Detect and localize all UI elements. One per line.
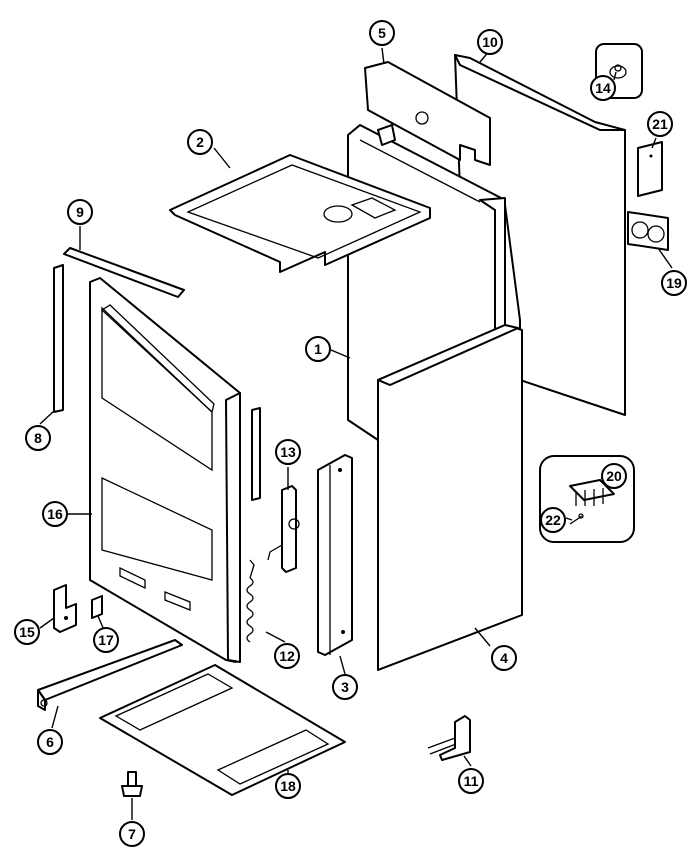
callout-19-label: 19	[666, 275, 682, 291]
callout-15-label: 15	[19, 624, 35, 640]
callout-21-label: 21	[652, 116, 668, 132]
callout-8: 8	[25, 425, 51, 451]
callout-18-label: 18	[280, 778, 296, 794]
callout-19: 19	[661, 270, 687, 296]
callout-15: 15	[14, 619, 40, 645]
callout-14: 14	[590, 75, 616, 101]
callout-9: 9	[67, 199, 93, 225]
part-9-top-strip	[63, 247, 185, 298]
callout-20-label: 20	[606, 468, 622, 484]
callout-14-label: 14	[595, 80, 611, 96]
callout-17: 17	[93, 627, 119, 653]
callout-3: 3	[332, 674, 358, 700]
callout-21: 21	[647, 111, 673, 137]
callout-20: 20	[601, 463, 627, 489]
part-8-side-strip	[53, 264, 64, 413]
part-12-spring	[246, 559, 255, 643]
callout-2-label: 2	[196, 134, 204, 150]
part-5-rear-trim	[364, 61, 491, 166]
callout-16-label: 16	[47, 506, 63, 522]
callout-13-label: 13	[280, 444, 296, 460]
part-16-front-frame	[89, 277, 241, 663]
callout-22: 22	[540, 507, 566, 533]
callout-10: 10	[477, 29, 503, 55]
part-7-leveling-leg	[121, 771, 143, 797]
part-11-anti-tip-bracket	[427, 715, 471, 761]
callout-5: 5	[369, 20, 395, 46]
callout-17-label: 17	[98, 632, 114, 648]
callout-22-label: 22	[545, 512, 561, 528]
part-17-clip	[91, 595, 103, 619]
callout-4-label: 4	[500, 650, 508, 666]
part-6-rail	[37, 639, 183, 711]
callout-1: 1	[305, 336, 331, 362]
callout-5-label: 5	[378, 25, 386, 41]
part-15-bracket	[53, 584, 77, 633]
callout-18: 18	[275, 773, 301, 799]
part-side-strip-small	[251, 407, 261, 501]
callout-16: 16	[42, 501, 68, 527]
part-2-top-panel	[169, 154, 431, 273]
part-19-grommet-plate	[627, 211, 669, 251]
part-21-cover-plate	[637, 141, 663, 197]
callout-3-label: 3	[341, 679, 349, 695]
leader-lines	[39, 47, 673, 820]
callout-8-label: 8	[34, 430, 42, 446]
callout-7-label: 7	[128, 826, 136, 842]
callout-9-label: 9	[76, 204, 84, 220]
callout-10-label: 10	[482, 34, 498, 50]
callout-1-label: 1	[314, 341, 322, 357]
callout-7: 7	[119, 821, 145, 847]
part-4-outer-side-panel	[377, 324, 523, 671]
callout-13: 13	[275, 439, 301, 465]
callout-6: 6	[37, 729, 63, 755]
callout-12-label: 12	[279, 648, 295, 664]
callout-6-label: 6	[46, 734, 54, 750]
callout-12: 12	[274, 643, 300, 669]
callout-4: 4	[491, 645, 517, 671]
callout-2: 2	[187, 129, 213, 155]
part-18-bottom-panel	[99, 664, 346, 796]
part-13-hinge-bracket	[267, 485, 300, 573]
callout-11: 11	[458, 768, 484, 794]
callout-11-label: 11	[464, 773, 479, 789]
part-3-trim-channel	[317, 454, 353, 656]
